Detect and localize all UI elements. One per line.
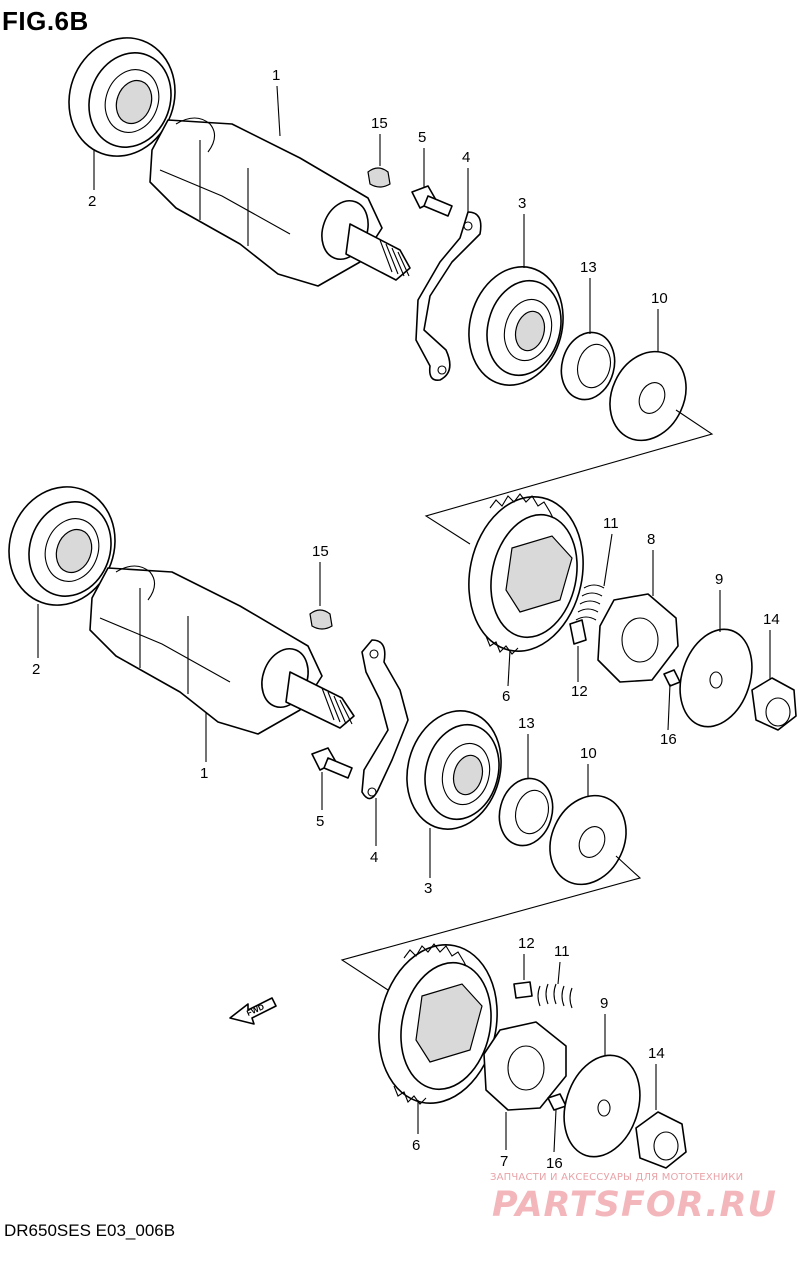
callout-3-upper: 3 <box>518 195 526 212</box>
callout-9-bottom: 9 <box>600 995 608 1012</box>
callout-15-upper: 15 <box>371 115 388 132</box>
callout-16-bottom: 16 <box>546 1155 563 1172</box>
plate-4-lower[interactable] <box>361 639 409 800</box>
key-15-lower[interactable] <box>309 609 333 630</box>
gear-6-middle[interactable] <box>455 486 597 662</box>
pin-12-middle[interactable] <box>569 619 587 645</box>
callout-10-upper: 10 <box>651 290 668 307</box>
washer-9-middle[interactable] <box>668 620 764 736</box>
watermark-logo: PARTSFOR.RU <box>492 1185 777 1225</box>
bearing-3-upper[interactable] <box>456 256 576 396</box>
plate-4-upper[interactable] <box>415 211 482 382</box>
key-15-upper[interactable] <box>367 167 391 188</box>
callout-12-bottom: 12 <box>518 935 535 952</box>
callout-6-bottom: 6 <box>412 1137 420 1154</box>
bolt-5-lower[interactable] <box>311 747 353 779</box>
callout-13-upper: 13 <box>580 259 597 276</box>
middle-gear-group: 6 11 8 9 14 12 16 <box>455 486 797 748</box>
nut-14-bottom[interactable] <box>635 1111 687 1169</box>
callout-2-upper: 2 <box>88 193 96 210</box>
diagram-code: DR650SES E03_006B <box>4 1221 176 1240</box>
upper-assembly: 1 2 15 5 4 3 13 10 <box>53 23 714 545</box>
bearing-2-upper[interactable] <box>53 23 192 171</box>
bottom-gear-group: 12 11 9 14 6 7 16 <box>365 934 687 1172</box>
spacer-13-lower[interactable] <box>492 772 560 851</box>
callout-4-lower: 4 <box>370 849 378 866</box>
callout-5-lower: 5 <box>316 813 324 830</box>
balancer-shaft-1-lower[interactable] <box>89 565 355 735</box>
callout-14-bottom: 14 <box>648 1045 665 1062</box>
bolt-5-upper[interactable] <box>411 185 453 217</box>
callout-16-middle: 16 <box>660 731 677 748</box>
nut-14-middle[interactable] <box>751 677 797 731</box>
watermark-tagline: ЗАПЧАСТИ И АКСЕССУАРЫ ДЛЯ МОТОТЕХНИКИ <box>490 1172 744 1183</box>
callout-6-middle: 6 <box>502 688 510 705</box>
lower-assembly: 2 15 1 5 4 3 13 10 <box>0 472 642 991</box>
spacer-13-upper[interactable] <box>554 326 622 405</box>
callout-2-lower: 2 <box>32 661 40 678</box>
callout-4-upper: 4 <box>462 149 470 166</box>
washer-10-lower[interactable] <box>536 783 640 897</box>
gear-6-bottom[interactable] <box>365 934 512 1115</box>
callout-13-lower: 13 <box>518 715 535 732</box>
washer-9-bottom[interactable] <box>552 1045 653 1166</box>
callout-15-lower: 15 <box>312 543 329 560</box>
washer-10-upper[interactable] <box>596 339 700 453</box>
callout-8-middle: 8 <box>647 531 655 548</box>
callout-1-upper: 1 <box>272 67 280 84</box>
pin-16-middle[interactable] <box>663 669 681 687</box>
damper-7-bottom[interactable] <box>483 1021 567 1111</box>
bearing-2-lower[interactable] <box>0 472 131 620</box>
callout-14-middle: 14 <box>763 611 780 628</box>
pin-16-bottom[interactable] <box>547 1093 567 1111</box>
callout-10-lower: 10 <box>580 745 597 762</box>
callout-12-middle: 12 <box>571 683 588 700</box>
callout-3-lower: 3 <box>424 880 432 897</box>
callout-9-middle: 9 <box>715 571 723 588</box>
damper-8-middle[interactable] <box>597 593 679 683</box>
callout-7-bottom: 7 <box>500 1153 508 1170</box>
callout-5-upper: 5 <box>418 129 426 146</box>
fwd-arrow: FWD <box>229 997 277 1025</box>
spring-11-middle[interactable] <box>575 584 605 621</box>
callout-1-lower: 1 <box>200 765 208 782</box>
callout-11-bottom: 11 <box>554 943 570 960</box>
bearing-3-lower[interactable] <box>394 700 514 840</box>
balancer-shaft-1-upper[interactable] <box>149 117 411 287</box>
figure-title: FIG.6B <box>2 6 89 36</box>
pin-12-bottom[interactable] <box>513 981 533 999</box>
spring-11-bottom[interactable] <box>537 983 573 1009</box>
callout-11-middle: 11 <box>603 515 619 532</box>
